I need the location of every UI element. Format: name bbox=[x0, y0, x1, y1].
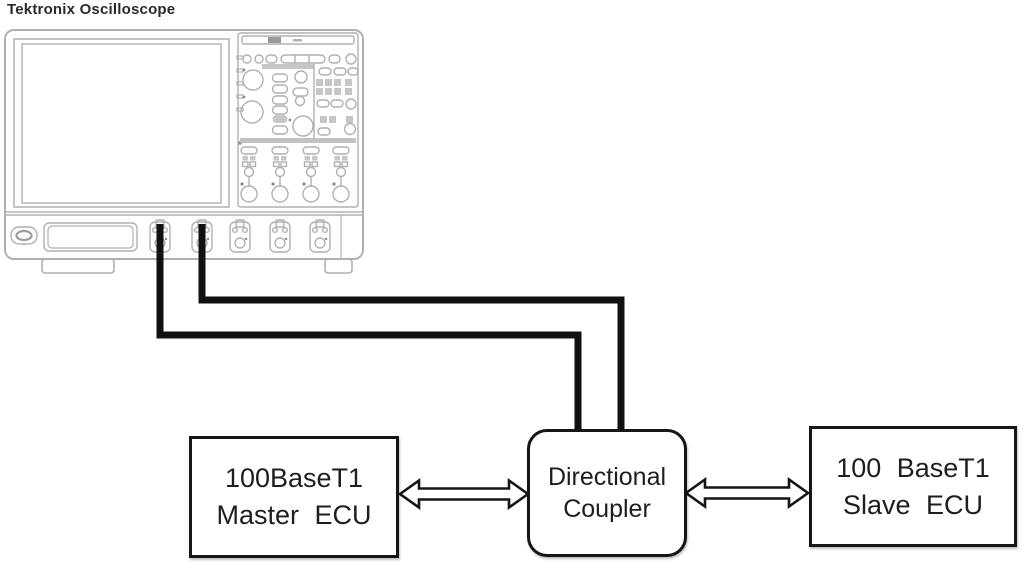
arrow-coupler-slave bbox=[683, 476, 811, 510]
arrow-master-coupler bbox=[397, 477, 531, 511]
power-button bbox=[10, 226, 38, 245]
probe-cable-ch2 bbox=[198, 224, 625, 430]
front-panel-strip bbox=[6, 211, 362, 274]
coupler-label-line2: Coupler bbox=[563, 495, 651, 523]
master-ecu-label-line2: Master ECU bbox=[216, 500, 372, 530]
right-foot bbox=[324, 258, 353, 274]
slave-ecu-label-line2: Slave ECU bbox=[842, 489, 984, 520]
slave-ecu-label-line1: 100 BaseT1 bbox=[836, 452, 990, 483]
control-panel bbox=[237, 32, 359, 208]
probe-cables bbox=[156, 224, 625, 430]
bnc-ch4 bbox=[269, 219, 291, 253]
oscilloscope-drawing bbox=[4, 29, 364, 274]
coupler-label-line1: Directional bbox=[547, 463, 667, 491]
oscilloscope-screen-bezel bbox=[13, 38, 230, 208]
media-slot bbox=[43, 222, 138, 252]
probe-cable-ch1 bbox=[156, 224, 582, 430]
bnc-ch3 bbox=[229, 219, 251, 253]
oscilloscope-label: Tektronix Oscilloscope bbox=[7, 1, 176, 18]
oscilloscope-chassis bbox=[4, 29, 364, 260]
slave-ecu-box: 100 BaseT1 Slave ECU bbox=[809, 426, 1017, 547]
bnc-aux bbox=[309, 219, 331, 253]
left-foot bbox=[41, 258, 115, 274]
directional-coupler-box: Directional Coupler bbox=[527, 429, 687, 557]
oscilloscope-screen bbox=[21, 43, 222, 204]
master-ecu-box: 100BaseT1 Master ECU bbox=[189, 436, 399, 558]
master-ecu-label-line1: 100BaseT1 bbox=[224, 463, 364, 493]
bnc-connectors bbox=[149, 219, 331, 253]
